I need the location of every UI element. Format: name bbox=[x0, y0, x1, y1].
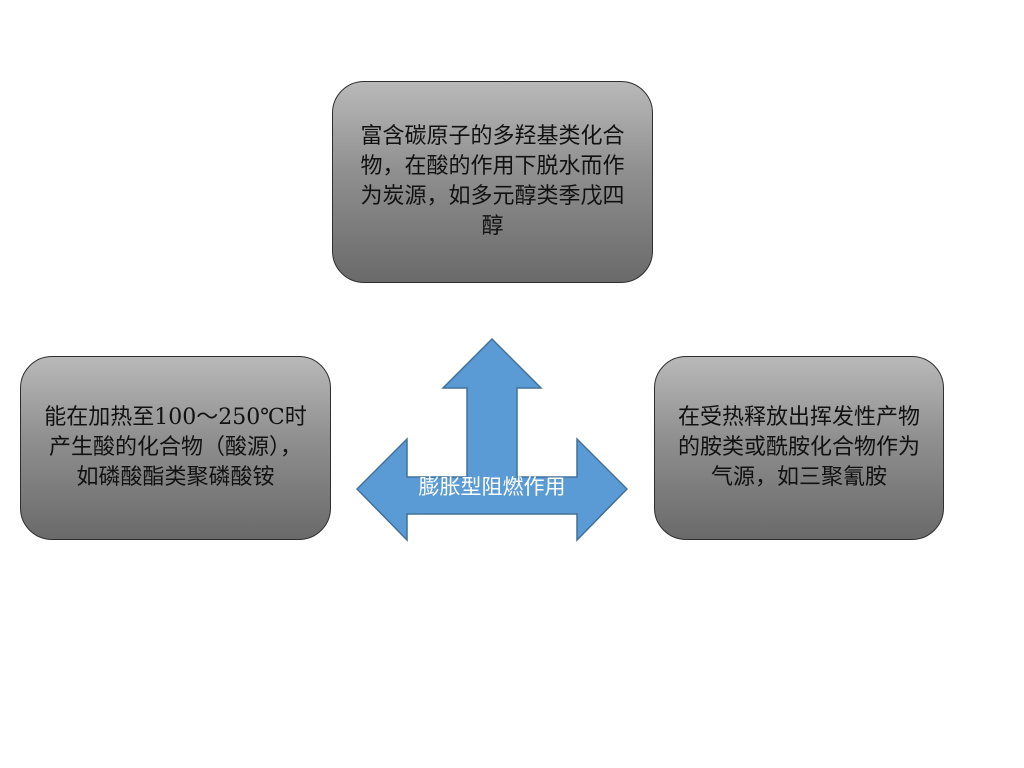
center-label: 膨胀型阻燃作用 bbox=[418, 475, 566, 499]
three-way-arrow-icon bbox=[356, 338, 628, 542]
acid-source-text: 能在加热至100～250℃时产生酸的化合物（酸源），如磷酸酯类聚磷酸铵 bbox=[44, 405, 307, 490]
gas-source-box: 在受热释放出挥发性产物的胺类或酰胺化合物作为气源，如三聚氰胺 bbox=[654, 356, 944, 540]
gas-source-text: 在受热释放出挥发性产物的胺类或酰胺化合物作为气源，如三聚氰胺 bbox=[677, 405, 920, 490]
carbon-source-text: 富含碳原子的多羟基类化合物，在酸的作用下脱水而作为炭源，如多元醇类季戊四醇 bbox=[360, 124, 625, 239]
carbon-source-box: 富含碳原子的多羟基类化合物，在酸的作用下脱水而作为炭源，如多元醇类季戊四醇 bbox=[332, 81, 653, 283]
acid-source-box: 能在加热至100～250℃时产生酸的化合物（酸源），如磷酸酯类聚磷酸铵 bbox=[20, 356, 331, 540]
three-way-arrow-shape bbox=[356, 338, 628, 542]
